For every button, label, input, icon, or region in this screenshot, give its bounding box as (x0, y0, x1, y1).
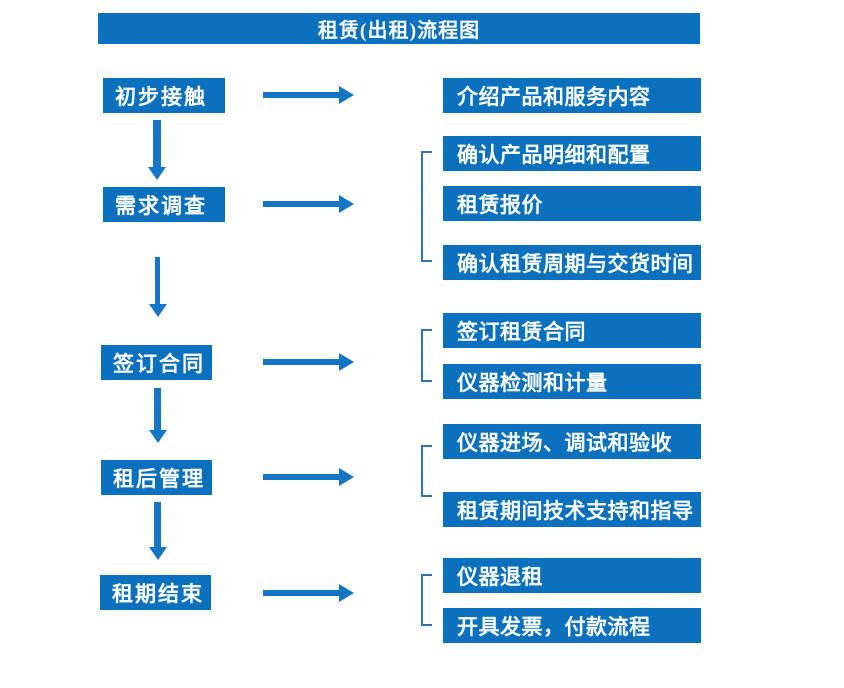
arrow-down-icon-4 (154, 502, 161, 547)
arrow-right-icon-1 (263, 86, 354, 104)
item-box-instrument-testing-measurement: 仪器检测和计量 (443, 364, 701, 399)
arrow-right-icon-5 (263, 584, 354, 602)
group-bracket-1 (421, 151, 432, 262)
item-box-rental-tech-support: 租赁期间技术支持和指导 (443, 492, 701, 527)
page-title: 租赁(出租)流程图 (317, 20, 481, 42)
step-box-sign-contract: 签订合同 (101, 345, 212, 380)
group-bracket-3 (421, 445, 432, 497)
item-box-instrument-entry-acceptance: 仪器进场、调试和验收 (443, 424, 701, 459)
step-box-rental-end: 租期结束 (100, 575, 211, 610)
title-bar: 租赁(出租)流程图 (98, 13, 700, 44)
step-box-post-rental-management: 租后管理 (101, 460, 212, 495)
step-box-initial-contact: 初步接触 (103, 78, 225, 113)
arrow-right-icon-3 (263, 353, 354, 371)
item-box-instrument-return: 仪器退租 (443, 558, 701, 593)
arrow-down-icon-3 (154, 388, 161, 430)
arrow-right-icon-4 (263, 468, 354, 486)
item-box-rental-quote: 租赁报价 (443, 186, 701, 221)
item-box-confirm-product-details: 确认产品明细和配置 (443, 136, 701, 171)
arrow-down-icon-1 (153, 120, 161, 167)
group-bracket-2 (421, 329, 432, 382)
item-box-confirm-rental-period-delivery: 确认租赁周期与交货时间 (443, 245, 701, 280)
arrow-down-icon-2 (155, 257, 160, 304)
group-bracket-4 (421, 574, 432, 626)
item-box-invoice-payment: 开具发票，付款流程 (443, 608, 701, 643)
step-box-demand-survey: 需求调查 (103, 187, 225, 222)
item-box-sign-rental-contract: 签订租赁合同 (443, 313, 701, 348)
item-box-introduce-product-services: 介绍产品和服务内容 (443, 78, 701, 113)
arrow-right-icon-2 (263, 195, 354, 213)
